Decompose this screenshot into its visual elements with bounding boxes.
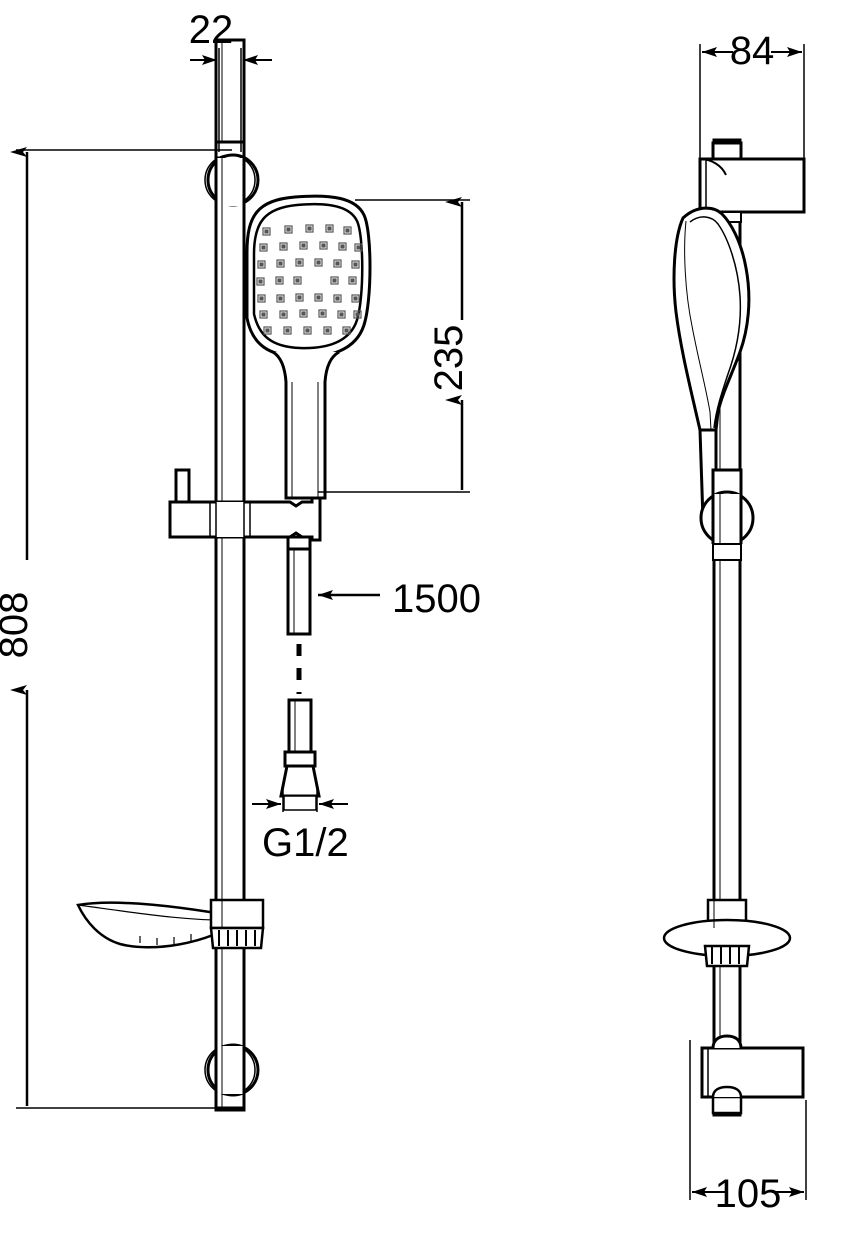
side-soap-dish — [662, 898, 792, 968]
hose-end-fitting — [279, 750, 321, 811]
dimension-label-1500: 1500 — [392, 577, 481, 621]
shower-head — [245, 194, 372, 500]
dimension-label-22: 22 — [189, 8, 234, 52]
soap-dish — [76, 898, 265, 950]
dimension-head-offset: 235 — [318, 197, 471, 493]
dimension-side-bottom-width: 105 — [689, 1040, 807, 1216]
collar-ribs — [218, 930, 256, 946]
dimension-hose-length: 1500 — [318, 577, 481, 621]
side-top-mount — [698, 141, 806, 223]
side-shower-head — [672, 206, 751, 522]
side-view — [662, 138, 806, 1117]
side-bottom-mount — [700, 1034, 805, 1115]
bottom-wall-mount — [204, 1043, 260, 1110]
nozzle-grid — [256, 224, 363, 335]
dimension-label-808: 808 — [0, 592, 36, 659]
dimension-total-height: 808 — [0, 147, 232, 1109]
dimension-thread: G1/2 — [252, 790, 349, 865]
dimension-label-84: 84 — [730, 29, 775, 73]
dimension-label-235: 235 — [427, 325, 471, 392]
soap-dish-ribs — [139, 934, 192, 945]
dimension-bar-diameter: 22 — [189, 8, 272, 152]
dimension-label-105: 105 — [715, 1172, 782, 1216]
side-collar-ribs — [711, 947, 740, 964]
slider-bracket — [168, 468, 322, 551]
dimension-label-g12: G1/2 — [262, 821, 349, 865]
front-view — [76, 38, 372, 1112]
side-slider-bracket — [699, 468, 755, 561]
dimension-side-top-width: 84 — [699, 29, 805, 165]
top-wall-mount — [204, 140, 260, 207]
